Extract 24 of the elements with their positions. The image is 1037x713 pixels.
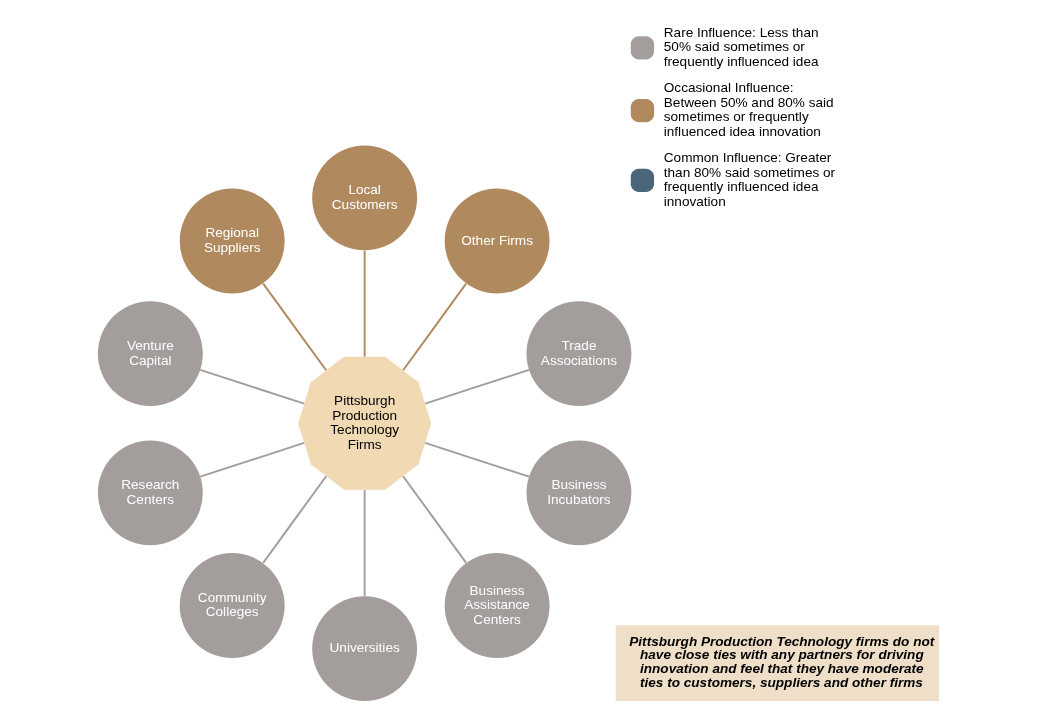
- connector: [199, 441, 306, 478]
- node-circle: Trade Associations: [526, 301, 632, 407]
- connector: [402, 282, 468, 372]
- node-circle: Business Assistance Centers: [444, 553, 550, 658]
- connector: [424, 368, 530, 405]
- node-circle: Community Colleges: [179, 553, 285, 658]
- node-circle: Other Firms: [444, 188, 550, 294]
- legend-label: Common Influence: Greater than 80% said sometimes or frequently influenced idea innovation: [663, 150, 836, 209]
- connector: [262, 282, 328, 372]
- node-circle: Universities: [312, 596, 418, 702]
- connector: [363, 488, 366, 597]
- node-circle: Regional Suppliers: [179, 188, 285, 294]
- connector: [199, 368, 306, 405]
- connector: [262, 475, 328, 564]
- connector: [363, 249, 366, 358]
- connector: [424, 441, 530, 478]
- node-circle: Venture Capital: [97, 301, 203, 407]
- connector: [402, 475, 468, 564]
- legend-label: Occasional Influence: Between 50% and 80% said sometimes or frequently influenced idea innovation: [663, 80, 834, 139]
- node-circle: Business Incubators: [526, 440, 632, 546]
- node-box: Pittsburgh Production Technology firms do not have close ties with any partners for driving innovation and feel that they have moderate ties to customers, suppliers and other firms: [615, 625, 940, 702]
- legend-label: Rare Influence: Less than 50% said sometimes or frequently influenced idea: [663, 24, 819, 70]
- node-circle: Local Customers: [312, 145, 418, 251]
- node-circle: Research Centers: [97, 440, 203, 546]
